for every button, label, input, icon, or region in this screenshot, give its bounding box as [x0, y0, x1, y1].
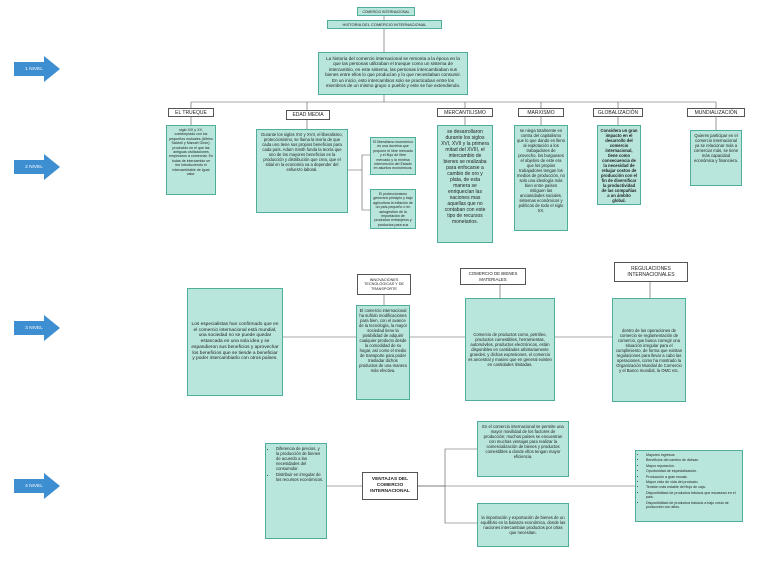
category-label: EDAD MEDIA	[292, 112, 324, 118]
bienes-text: Comercio de productos como, petróleo, pr…	[468, 332, 552, 367]
level-2-label: 2 NIVEL	[25, 164, 43, 170]
diferencias-box: Diferencia de precios, y la producción d…	[265, 443, 327, 539]
level-4-arrow: 4 NIVEL	[14, 473, 60, 499]
category-label: MUNDIALIZACIÓN	[694, 109, 738, 116]
edad-media-text: Durante los siglos XVI y XVII, el libera…	[261, 132, 343, 172]
marxismo-box: se niega totalmente en contra del capita…	[514, 125, 568, 231]
subtitle-box: HISTORIA DEL COMERCIO INTERNACIONAL	[327, 20, 442, 29]
level-1-arrow: 1 NIVEL	[14, 56, 60, 82]
regulaciones-text: dentro de las operaciones de comercio se…	[615, 327, 683, 373]
category-mundializacion: MUNDIALIZACIÓN	[687, 108, 745, 117]
category-trueque: EL TRUEQUE	[168, 108, 214, 117]
category-mercantilismo: MERCANTILISMO	[437, 108, 493, 117]
category-label: EL TRUEQUE	[175, 109, 207, 116]
globalizacion-text: Considera un gran impacto en el desarrol…	[600, 128, 638, 203]
category-marxismo: MARXISMO	[518, 108, 564, 117]
list-item: Producción a gran escala.	[646, 475, 740, 479]
list-item: Disponibilidad de productos básicos que …	[646, 491, 740, 500]
mundializacion-box: Quieres participar en el comercio intern…	[690, 130, 742, 186]
especialistas-box: Los especialistas han confirmado que en …	[187, 288, 283, 396]
list-item: Oportunidad de especialización.	[646, 469, 740, 473]
arrow-right-icon	[14, 315, 60, 341]
diagram-title: COMERCIO INTERNACIONAL	[362, 9, 410, 14]
bienes-title: COMERCIO DE BIENES MATERIALES	[468, 271, 518, 282]
regulaciones-header: REGULACIONES INTERNACIONALES	[614, 262, 688, 282]
edad-media-box: Durante los siglos XVI y XVII, el libera…	[256, 129, 348, 213]
list-item: Disponibilidad de productos básicos a ba…	[646, 501, 740, 510]
diferencias-list: Diferencia de precios, y la producción d…	[268, 446, 324, 482]
category-edad-media: EDAD MEDIA	[286, 110, 330, 120]
intro-box: La historia del comercio internacional s…	[318, 52, 468, 95]
category-label: MARXISMO	[527, 109, 555, 116]
list-item: Diferencia de precios, y la producción d…	[276, 446, 324, 471]
proteccionismo-box: El proteccionismo generará principio y b…	[370, 189, 416, 229]
beneficios-box: Mayores ingresos. Beneficios del cambio …	[635, 450, 743, 522]
trueque-text: siglo XIX y XX, contemplado con los pequ…	[169, 128, 213, 177]
list-item: Mayor reputación.	[646, 464, 740, 468]
mercantilismo-text: se desarrollaron durante los siglos XVI,…	[441, 129, 489, 225]
importacion-box: la importación y exportación de bienes d…	[477, 503, 569, 547]
arrow-right-icon	[14, 473, 60, 499]
mercantilismo-box: se desarrollaron durante los siglos XVI,…	[437, 125, 493, 243]
ventajas-box: VENTAJAS DEL COMERCIO INTERNACIONAL	[362, 472, 418, 500]
trueque-box: siglo XIX y XX, contemplado con los pequ…	[166, 125, 216, 195]
regulaciones-box: dentro de las operaciones de comercio se…	[612, 298, 686, 402]
innovaciones-text: El comercio internacional ha sufrido mod…	[359, 308, 407, 373]
ventajas-title: VENTAJAS DEL COMERCIO INTERNACIONAL	[370, 477, 410, 494]
category-globalizacion: GLOBALIZACIÓN	[593, 108, 643, 117]
diagram-subtitle: HISTORIA DEL COMERCIO INTERNACIONAL	[342, 21, 427, 27]
list-item: Distribuir en irregular de los recursos …	[276, 472, 324, 482]
list-item: Beneficios del cambio de divisas.	[646, 458, 740, 462]
category-label: GLOBALIZACIÓN	[597, 109, 639, 116]
liberalismo-box: El liberalismo económico es una doctrina…	[370, 137, 416, 175]
importacion-text: la importación y exportación de bienes d…	[480, 515, 566, 535]
innovaciones-header: INNOVACIONES TECNOLÓGICAS Y DE TRANSPORT…	[357, 274, 411, 295]
bienes-header: COMERCIO DE BIENES MATERIALES	[460, 268, 526, 285]
list-item: Tensión más estable del flujo de caja.	[646, 485, 740, 489]
arrow-right-icon	[14, 56, 60, 82]
regulaciones-title: REGULACIONES INTERNACIONALES	[627, 266, 675, 278]
liberalismo-text: El liberalismo económico es una doctrina…	[373, 140, 413, 171]
level-2-arrow: 2 NIVEL	[14, 154, 60, 180]
marxismo-text: se niega totalmente en contra del capita…	[517, 128, 565, 213]
level-1-label: 1 NIVEL	[25, 66, 43, 72]
list-item: Mayor ciclo de vida del producto.	[646, 480, 740, 484]
movilidad-text: En el comercio internacional se permite …	[482, 424, 564, 459]
globalizacion-box: Considera un gran impacto en el desarrol…	[597, 125, 641, 205]
proteccionismo-text: El proteccionismo generará principio y b…	[373, 192, 413, 228]
level-3-label: 3 NIVEL	[25, 325, 43, 331]
level-4-label: 4 NIVEL	[25, 483, 43, 489]
especialistas-text: Los especialistas han confirmado que en …	[191, 321, 279, 362]
innovaciones-title: INNOVACIONES TECNOLÓGICAS Y DE TRANSPORT…	[364, 277, 404, 291]
mundializacion-text: Quieres participar en el comercio intern…	[693, 133, 739, 163]
title-box: COMERCIO INTERNACIONAL	[357, 7, 415, 16]
arrow-right-icon	[14, 154, 60, 180]
beneficios-list: Mayores ingresos. Beneficios del cambio …	[638, 453, 740, 509]
bienes-box: Comercio de productos como, petróleo, pr…	[465, 298, 555, 401]
list-item: Mayores ingresos.	[646, 453, 740, 457]
level-3-arrow: 3 NIVEL	[14, 315, 60, 341]
movilidad-box: En el comercio internacional se permite …	[477, 421, 569, 477]
intro-text: La historia del comercio internacional s…	[325, 56, 461, 89]
category-label: MERCANTILISMO	[444, 109, 486, 116]
innovaciones-box: El comercio internacional ha sufrido mod…	[356, 305, 410, 400]
